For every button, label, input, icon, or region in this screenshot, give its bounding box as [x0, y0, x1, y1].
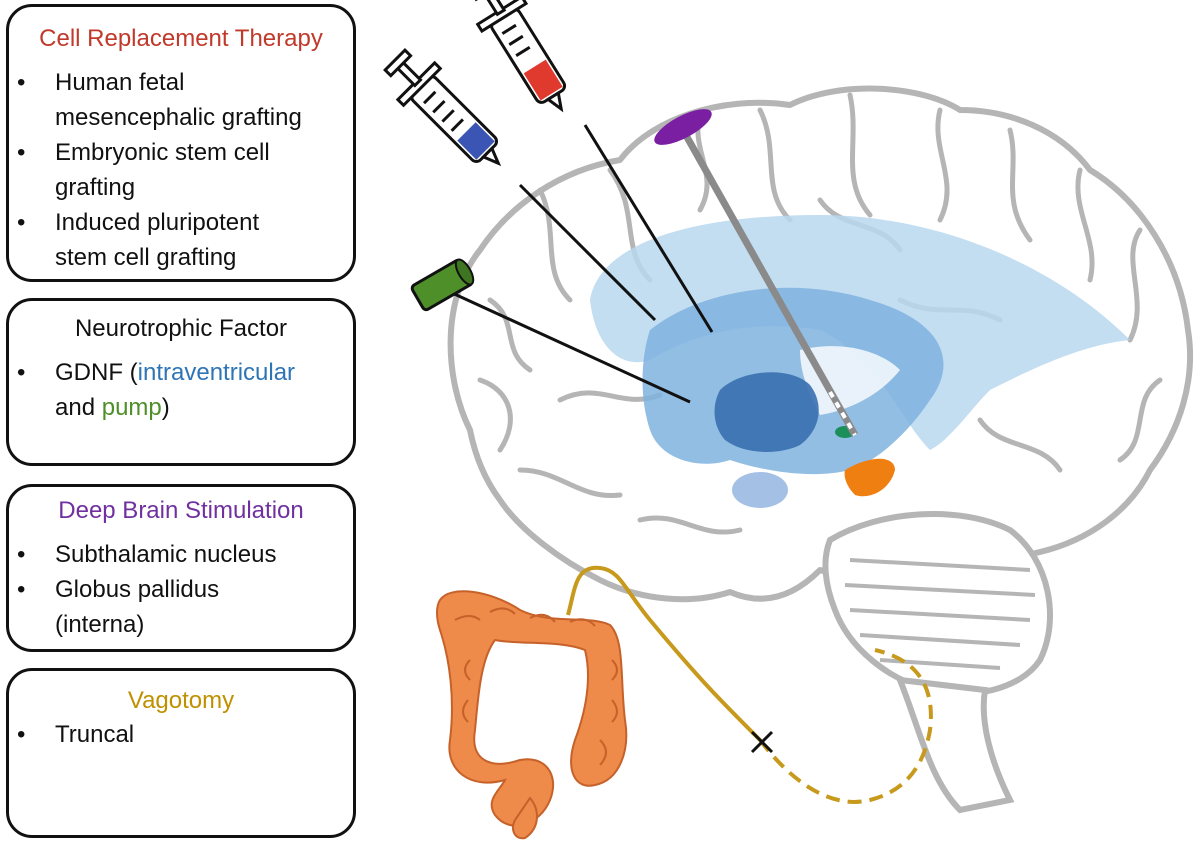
vagotomy-list: Truncal	[17, 717, 134, 752]
amygdala	[732, 472, 788, 508]
list-item: Truncal	[17, 717, 134, 752]
item-line: stem cell grafting	[55, 244, 237, 271]
item-line: Induced pluripotent	[55, 209, 260, 236]
brainstem	[895, 676, 1015, 814]
vagotomy-panel: Vagotomy Truncal	[6, 668, 356, 838]
electrode-cap	[654, 109, 712, 145]
neurotrophic-list: GDNF (intraventricular and pump)	[17, 355, 295, 425]
neurotrophic-title: Neurotrophic Factor	[74, 315, 288, 342]
cerebellum	[822, 510, 1053, 697]
colon-texture	[454, 607, 618, 766]
vagus-nerve	[566, 565, 762, 742]
item-line: Human fetal	[55, 69, 185, 96]
vagus-nerve-cut	[758, 648, 933, 804]
list-item: Subthalamic nucleus	[17, 537, 276, 572]
red-syringe	[469, 0, 714, 333]
blue-syringe	[383, 48, 657, 322]
item-line: (interna)	[55, 611, 145, 638]
list-item: GDNF (intraventricular and pump)	[17, 355, 295, 425]
list-item: Embryonic stem cell grafting	[17, 135, 302, 205]
vagotomy-title: Vagotomy	[127, 687, 235, 714]
dbs-electrode	[654, 109, 859, 437]
list-item: Globus pallidus (interna)	[17, 572, 276, 642]
dbs-list: Subthalamic nucleus Globus pallidus (inte…	[17, 537, 276, 642]
substantia-nigra	[844, 458, 895, 497]
gdnf-pump	[410, 258, 691, 404]
ventricle-inner	[800, 346, 900, 415]
pump-text: pump	[101, 394, 162, 421]
item-line: Subthalamic nucleus	[55, 541, 277, 568]
dbs-title: Deep Brain Stimulation	[58, 497, 304, 524]
item-text: and	[55, 394, 102, 421]
item-line: Globus pallidus	[55, 576, 220, 603]
item-line: Embryonic stem cell	[55, 139, 270, 166]
item-line: mesencephalic grafting	[55, 104, 302, 131]
colon	[436, 590, 628, 840]
cell-replacement-title: Cell Replacement Therapy	[39, 25, 323, 52]
dbs-panel: Deep Brain Stimulation Subthalamic nucle…	[6, 484, 356, 652]
list-item: Human fetal mesencephalic grafting	[17, 65, 302, 135]
item-line: grafting	[55, 174, 136, 201]
list-item: Induced pluripotent stem cell grafting	[17, 205, 302, 275]
neurotrophic-panel: Neurotrophic Factor GDNF (intraventricul…	[6, 298, 356, 466]
item-text: )	[161, 394, 170, 421]
cell-replacement-list: Human fetal mesencephalic grafting Embryo…	[17, 65, 302, 275]
striatum	[714, 372, 819, 452]
intraventricular-text: intraventricular	[137, 359, 296, 386]
cell-replacement-panel: Cell Replacement Therapy Human fetal mese…	[6, 4, 356, 282]
vagotomy-cut-mark	[750, 730, 774, 754]
item-text: GDNF (	[55, 359, 138, 386]
item-line: Truncal	[55, 721, 135, 748]
